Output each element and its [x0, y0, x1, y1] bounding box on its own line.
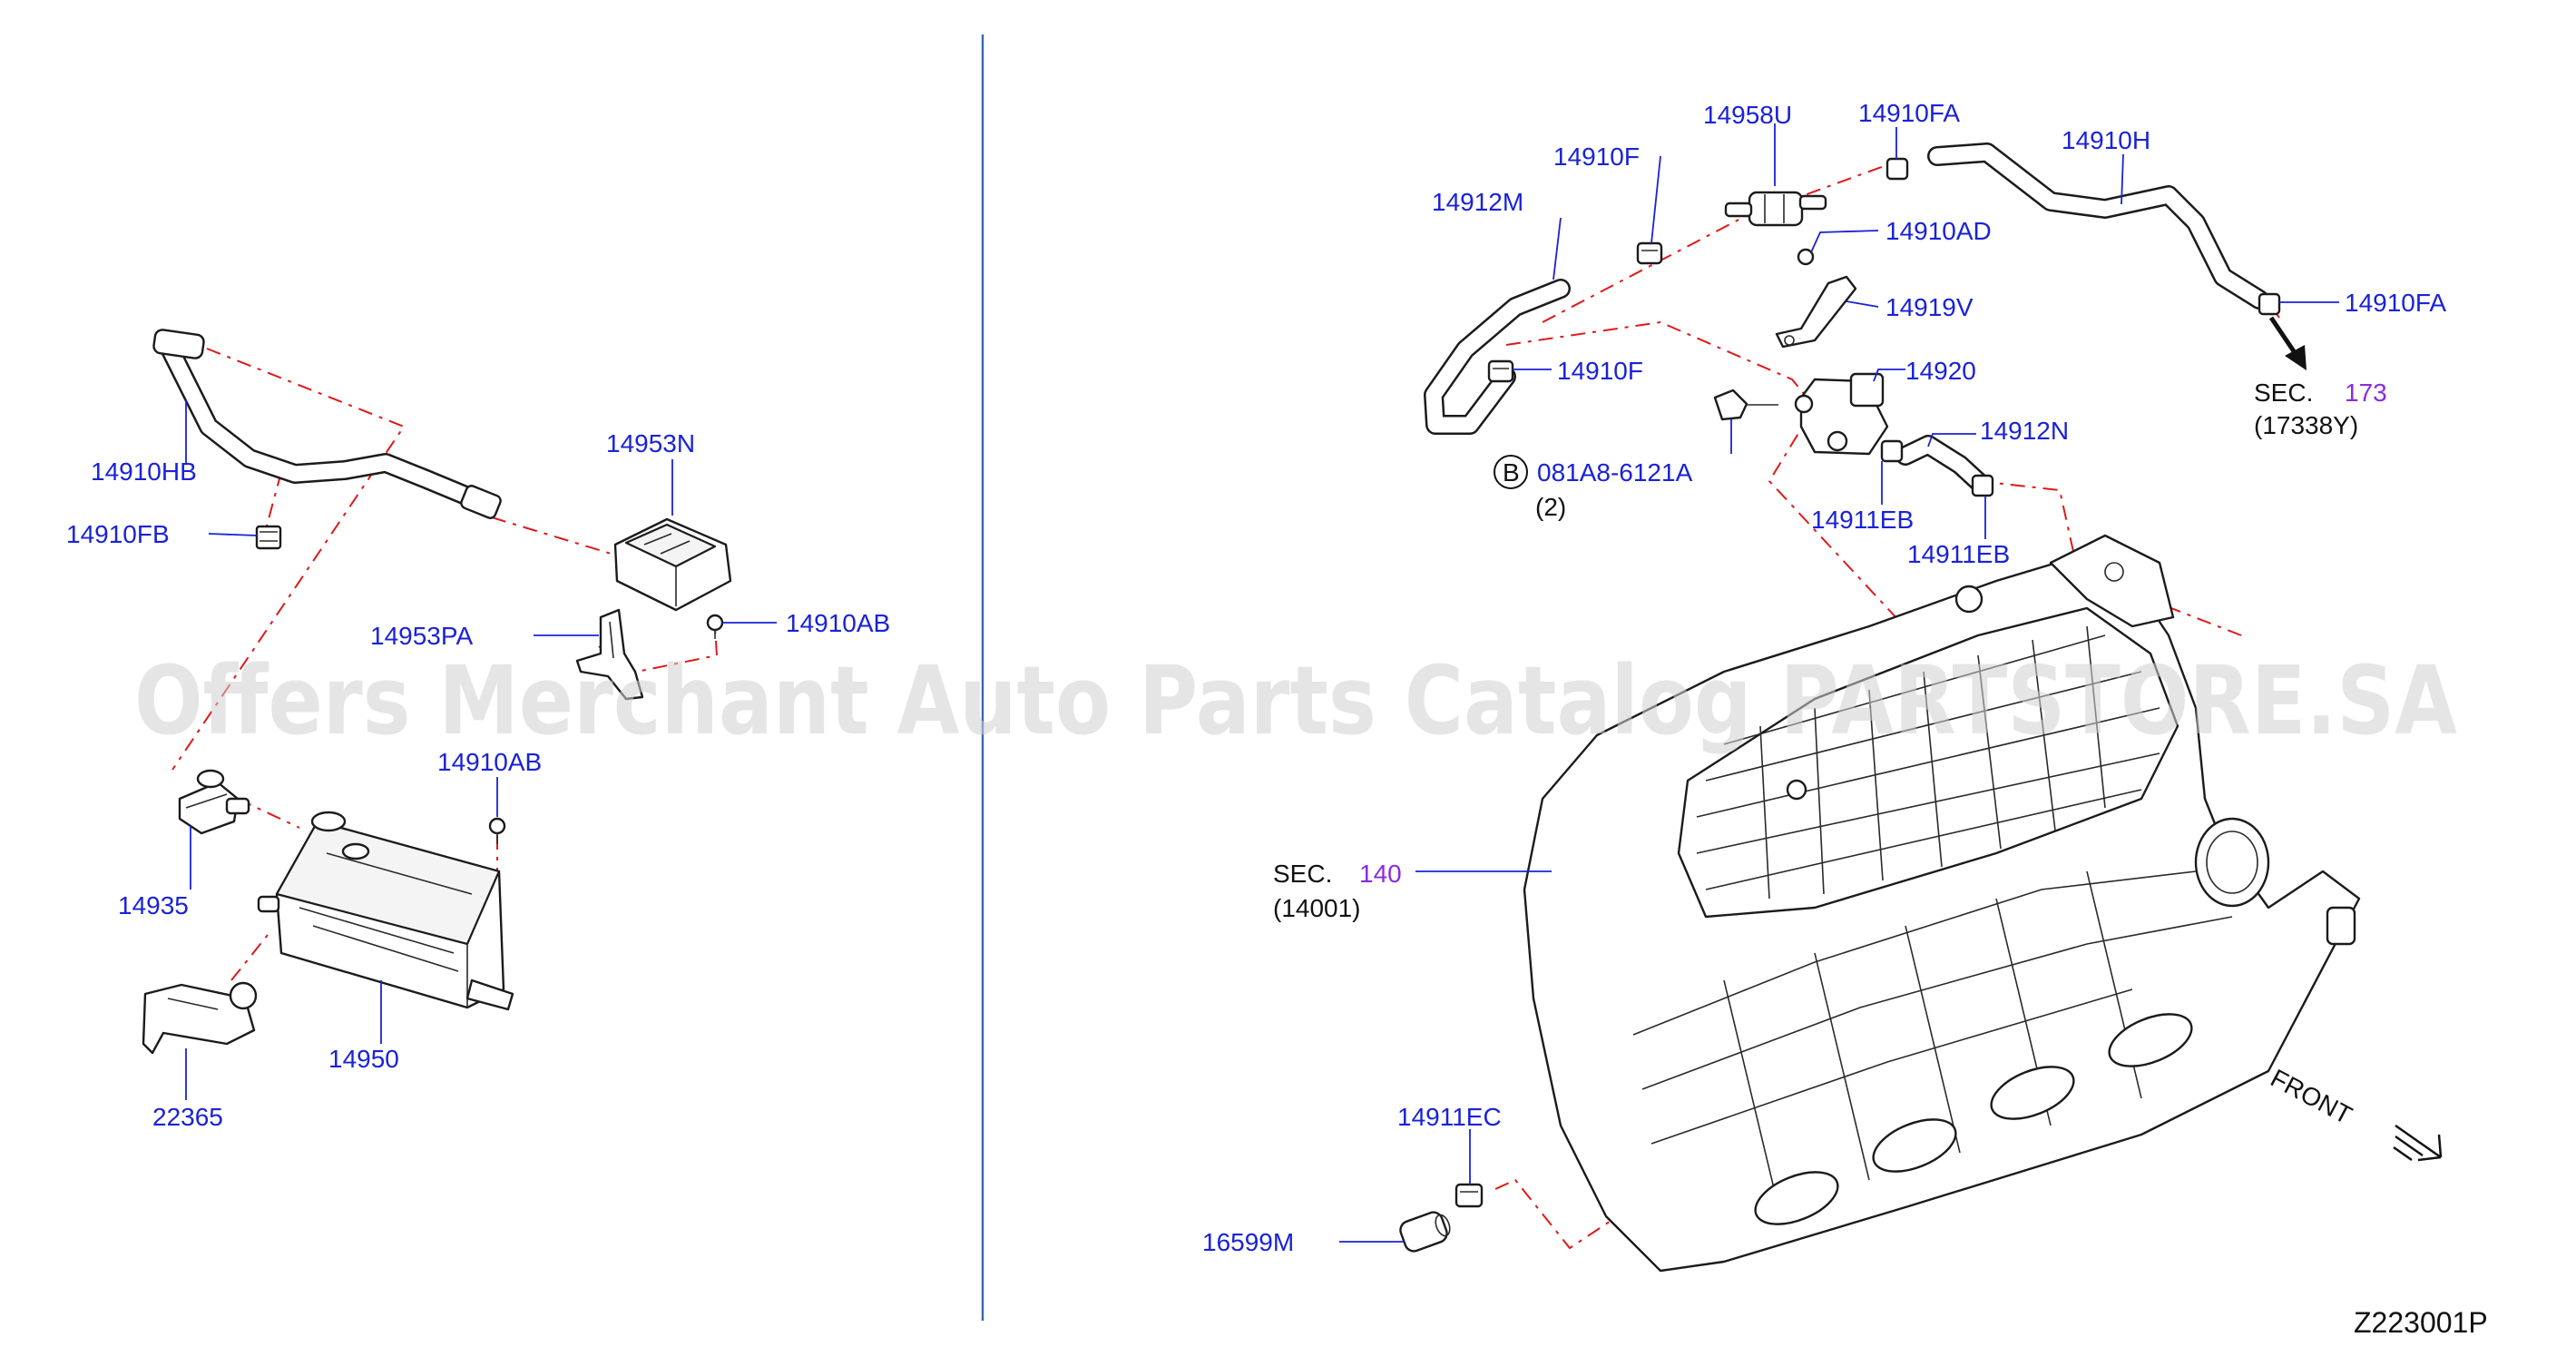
reference-line — [230, 934, 269, 981]
part-label-14911ec[interactable]: 14911EC — [1397, 1103, 1502, 1131]
section-link-173[interactable]: 173 — [2345, 379, 2387, 407]
part-label-14953pa[interactable]: 14953PA — [370, 622, 473, 650]
bolt-14910ab-upper[interactable] — [706, 614, 724, 639]
reference-line — [491, 516, 618, 556]
leader-line — [1927, 433, 1976, 447]
part-label-22365[interactable]: 22365 — [152, 1103, 223, 1131]
part-label-14958u[interactable]: 14958U — [1703, 101, 1792, 129]
part-label-14911eb[interactable]: 14911EB — [1907, 540, 2010, 568]
part-label-14920[interactable]: 14920 — [1905, 357, 1976, 385]
hose-14912m[interactable] — [1424, 279, 1571, 435]
right-panel: B 14958U 14910FA 14910H 14910F 14912M 14… — [1202, 99, 2488, 1339]
bolt-14910ab-lower[interactable] — [488, 817, 506, 844]
bolt-marker-b: B — [1494, 455, 1528, 489]
part-label-14910ab[interactable]: 14910AB — [437, 748, 542, 776]
leader-line — [1846, 300, 1879, 308]
clamp-14910fa-lower[interactable] — [2258, 292, 2281, 316]
part-label-14910fb[interactable]: 14910FB — [66, 520, 170, 548]
reference-line — [1542, 161, 1897, 323]
cap-16599m[interactable] — [1398, 1210, 1453, 1254]
clip-14910fb[interactable] — [255, 525, 282, 550]
part-label-14910h[interactable]: 14910H — [2062, 126, 2150, 154]
watermark: Offers Merchant Auto Parts Catalog PARTS… — [134, 645, 2457, 756]
clamp-14911eb-right[interactable] — [1971, 474, 1994, 497]
clamp-14910f-upper[interactable] — [1636, 241, 1663, 265]
part-label-14910hb[interactable]: 14910HB — [91, 457, 197, 486]
part-label-14910f[interactable]: 14910F — [1557, 357, 1643, 385]
bolt-quantity: (2) — [1535, 493, 1566, 521]
part-label-16599m[interactable]: 16599M — [1202, 1228, 1294, 1256]
bracket-14953pa[interactable] — [575, 608, 644, 701]
section-prefix: SEC. — [2254, 379, 2313, 407]
solenoid-14920[interactable] — [1794, 372, 1889, 456]
section-prefix: SEC. — [1273, 860, 1332, 888]
clamp-14910f-lower[interactable] — [1487, 359, 1514, 383]
leader-line — [1552, 217, 1562, 280]
part-label-14953n[interactable]: 14953N — [606, 429, 695, 457]
clamp-14911eb-left[interactable] — [1880, 439, 1904, 463]
part-label-14910fa[interactable]: 14910FA — [2345, 289, 2446, 317]
clamp-14910fa-upper[interactable] — [1885, 157, 1909, 181]
part-label-14910f[interactable]: 14910F — [1553, 143, 1640, 171]
sensor-22365[interactable] — [142, 981, 258, 1055]
valve-14958u[interactable] — [1724, 191, 1827, 227]
left-panel: 14910HB 14910FB 14953N 14953PA 14910AB 1… — [66, 329, 890, 1131]
front-indicator: FRONT — [2266, 1064, 2443, 1162]
reference-line — [171, 348, 406, 771]
reference-line — [1505, 320, 1816, 408]
section-link-140[interactable]: 140 — [1359, 860, 1402, 888]
bolt-14910ad[interactable] — [1797, 248, 1815, 266]
hose-14910h[interactable] — [1927, 143, 2269, 310]
leader-line — [2121, 153, 2124, 205]
part-label-14910ab[interactable]: 14910AB — [786, 609, 890, 637]
leader-line — [1810, 230, 1879, 253]
section-subref: (14001) — [1273, 894, 1361, 922]
figure-code: Z223001P — [2354, 1306, 2488, 1339]
front-label: FRONT — [2266, 1064, 2356, 1130]
valve-14935[interactable] — [178, 769, 250, 835]
section-arrow — [2268, 316, 2307, 370]
section-subref: (17338Y) — [2254, 411, 2358, 439]
part-label-14910fa[interactable]: 14910FA — [1858, 99, 1960, 127]
marker-letter: B — [1503, 458, 1520, 487]
part-label-081a8-6121a[interactable]: 081A8-6121A — [1537, 458, 1693, 487]
part-label-14935[interactable]: 14935 — [118, 891, 189, 919]
part-label-14950[interactable]: 14950 — [328, 1045, 399, 1073]
reference-line — [1768, 406, 2015, 745]
bracket-14919v[interactable] — [1775, 275, 1857, 349]
part-label-14919v[interactable]: 14919V — [1885, 293, 1974, 321]
section-ref-140[interactable]: SEC. 140 (14001) — [1273, 860, 1402, 922]
hose-14910hb[interactable] — [152, 329, 502, 519]
clamp-14911ec[interactable] — [1455, 1183, 1484, 1208]
section-ref-173[interactable]: SEC. 173 (17338Y) — [2254, 379, 2387, 439]
part-label-14911eb[interactable]: 14911EB — [1811, 506, 1914, 534]
reference-line — [598, 627, 719, 675]
canister-14950[interactable] — [257, 811, 514, 1011]
part-label-14912n[interactable]: 14912N — [1980, 417, 2069, 445]
intake-manifold-sec-140[interactable] — [1523, 534, 2361, 1273]
part-label-14910ad[interactable]: 14910AD — [1885, 217, 1992, 245]
leader-line — [1873, 369, 1905, 382]
filter-14953n[interactable] — [613, 517, 732, 612]
leader-line — [1650, 155, 1661, 244]
hose-14912n[interactable] — [1895, 435, 1993, 496]
part-label-14912m[interactable]: 14912M — [1432, 188, 1523, 216]
bolt-081a8-6121a[interactable] — [1713, 388, 1778, 421]
leader-line — [208, 533, 258, 536]
